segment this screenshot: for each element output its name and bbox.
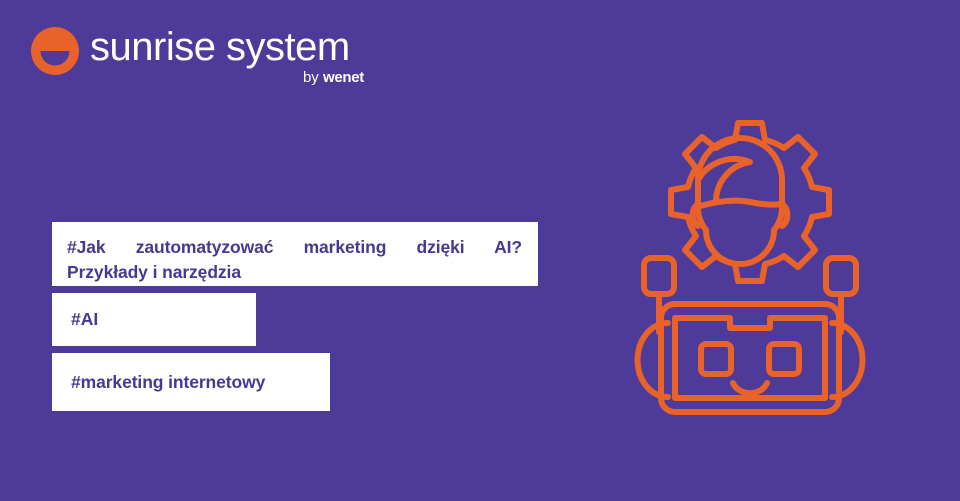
category-tag-marketing-label: #marketing internetowy (71, 372, 266, 392)
robot-smile (730, 380, 770, 397)
logo-byline: by wenet (90, 69, 364, 86)
sunrise-circle-mark-icon (28, 24, 82, 78)
category-tag-ai[interactable]: #AI (52, 293, 256, 346)
ai-robot-gear-head-illustration (630, 118, 870, 418)
human-face (689, 135, 791, 267)
robot-eye-right (766, 341, 802, 377)
robot-eye-left (698, 341, 734, 377)
robot-ear-right (829, 320, 866, 400)
brand-logo[interactable]: sunrise system by wenet (28, 19, 364, 86)
article-title-line-2: Przykłady i narzędzia (67, 262, 241, 282)
gear-wheel (668, 120, 832, 284)
article-title-tag[interactable]: #Jak zautomatyzować marketing dzięki AI?… (52, 222, 538, 286)
robot-ear-left (634, 320, 671, 400)
logo-wordmark: sunrise system (90, 25, 350, 69)
category-tag-ai-label: #AI (71, 309, 99, 329)
article-title-line-1: #Jak zautomatyzować marketing dzięki AI? (67, 237, 522, 257)
logo-byline-brand: wenet (322, 69, 364, 86)
robot-head (658, 301, 842, 415)
logo-byline-prefix: by (302, 69, 319, 86)
category-tag-marketing[interactable]: #marketing internetowy (52, 353, 330, 411)
